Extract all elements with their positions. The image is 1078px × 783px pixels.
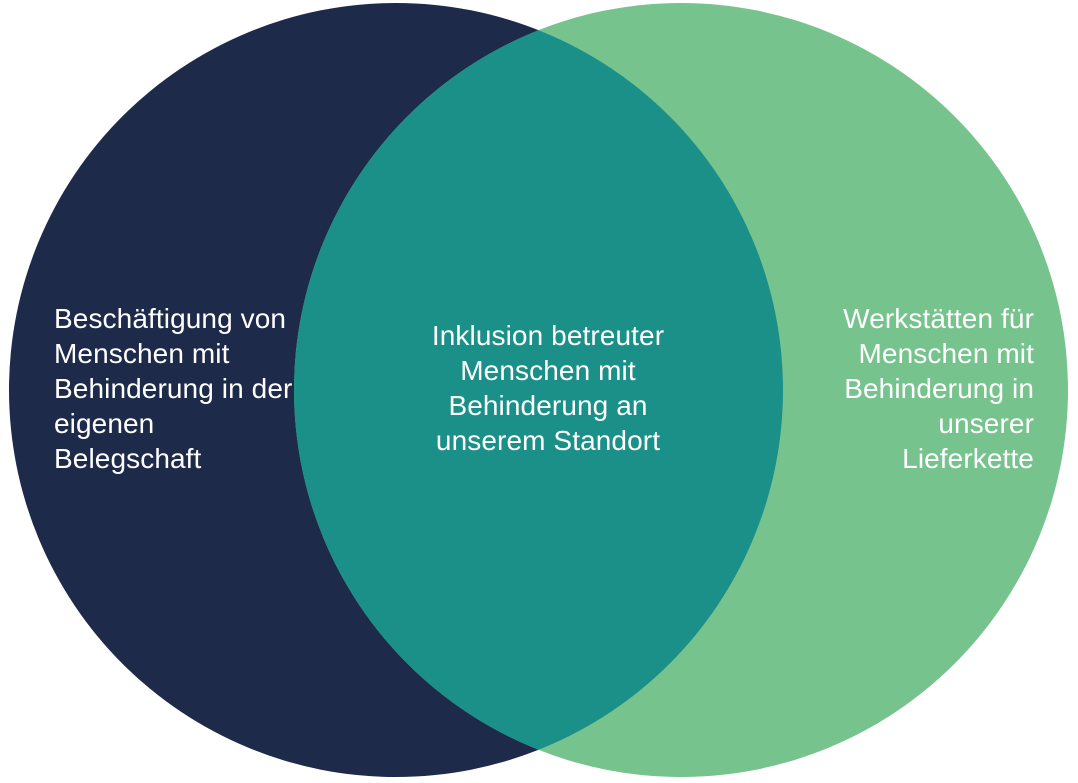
venn-overlap-region xyxy=(294,3,783,777)
venn-label-left: Beschäftigung von Menschen mit Behinderu… xyxy=(54,303,293,474)
venn-label-right: Werkstätten für Menschen mit Behinderung… xyxy=(843,303,1034,474)
venn-overlap-lens xyxy=(294,3,783,777)
venn-label-intersection: Inklusion betreuter Menschen mit Behinde… xyxy=(431,320,665,456)
